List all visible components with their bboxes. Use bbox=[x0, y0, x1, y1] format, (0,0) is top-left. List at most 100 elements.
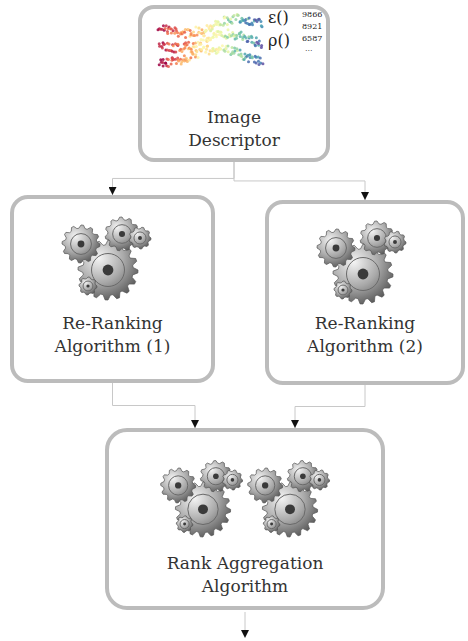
plot-dot bbox=[236, 14, 239, 17]
plot-dot bbox=[206, 45, 209, 48]
plot-dot bbox=[208, 53, 211, 56]
gear-rim bbox=[314, 474, 325, 485]
plot-dot bbox=[183, 54, 186, 57]
plot-dot bbox=[261, 25, 264, 28]
gear bbox=[310, 470, 330, 490]
gear bbox=[129, 227, 151, 249]
plot-dot bbox=[257, 18, 260, 21]
plot-dot bbox=[227, 50, 230, 53]
plot-dot bbox=[232, 14, 235, 17]
descriptor-value: ... bbox=[305, 45, 313, 53]
plot-dot bbox=[219, 23, 222, 26]
plot-dot bbox=[243, 52, 246, 55]
plot-dot bbox=[227, 28, 230, 31]
gear-rim bbox=[227, 474, 238, 485]
plot-dot bbox=[202, 34, 205, 37]
plot-dot bbox=[166, 32, 169, 35]
plot-dot bbox=[226, 23, 229, 26]
plot-dot bbox=[197, 31, 200, 34]
plot-dot bbox=[219, 30, 222, 33]
gear bbox=[79, 277, 97, 295]
flow-connector bbox=[295, 385, 365, 428]
gear-hub bbox=[358, 269, 369, 280]
gear-rim bbox=[368, 229, 387, 248]
gear-cluster bbox=[62, 217, 151, 300]
plot-dot bbox=[202, 46, 205, 49]
plot-dot bbox=[180, 62, 183, 65]
gear-rim bbox=[275, 494, 305, 524]
gear-rim bbox=[188, 494, 218, 524]
gear-cluster bbox=[317, 221, 406, 304]
node-label: Re-Ranking Algorithm (1) bbox=[33, 312, 193, 358]
gear-hub bbox=[78, 241, 85, 248]
plot-dot bbox=[164, 27, 167, 30]
plot-dot bbox=[229, 17, 232, 20]
plot-dot bbox=[205, 29, 208, 32]
gear-rim bbox=[134, 232, 146, 244]
gear-hub bbox=[393, 240, 397, 244]
gear-rim bbox=[207, 468, 224, 485]
gear bbox=[223, 470, 243, 490]
plot-dot bbox=[202, 38, 205, 41]
node-label: Image Descriptor bbox=[169, 106, 299, 152]
gear-hub bbox=[175, 482, 181, 488]
plot-dot bbox=[194, 26, 197, 29]
plot-dot bbox=[189, 56, 192, 59]
plot-dot bbox=[206, 45, 209, 48]
plot-dot bbox=[194, 53, 197, 56]
plot-dot bbox=[180, 50, 183, 53]
gear-icons bbox=[62, 217, 406, 537]
plot-dot bbox=[177, 35, 180, 38]
function-symbol: ρ() bbox=[268, 33, 290, 49]
flow-connector bbox=[113, 383, 196, 428]
plot-dot bbox=[176, 31, 179, 34]
plot-dot bbox=[248, 23, 251, 26]
plot-dot bbox=[235, 37, 238, 40]
plot-dot bbox=[260, 46, 263, 49]
plot-dot bbox=[187, 41, 190, 44]
plot-dot bbox=[261, 62, 264, 65]
gear-hub bbox=[318, 478, 322, 482]
gear-hub bbox=[262, 482, 268, 488]
plot-dot bbox=[247, 60, 250, 63]
algorithm-box: Re-Ranking Algorithm (1) bbox=[10, 195, 215, 383]
plot-dot bbox=[203, 34, 206, 37]
node-label: Rank Aggregation Algorithm bbox=[140, 552, 350, 598]
gear-rim bbox=[83, 281, 93, 291]
plot-dot bbox=[170, 62, 173, 65]
plot-dot bbox=[197, 56, 200, 59]
plot-dot bbox=[194, 41, 197, 44]
plot-dot bbox=[235, 47, 238, 50]
plot-dot bbox=[219, 48, 222, 51]
plot-dot bbox=[183, 31, 186, 34]
gear-rim bbox=[92, 254, 125, 287]
gear-hub bbox=[333, 245, 340, 252]
gear-rim bbox=[389, 236, 401, 248]
plot-dot bbox=[189, 29, 192, 32]
gear-rim bbox=[326, 238, 347, 259]
gear bbox=[176, 516, 193, 533]
plot-dot bbox=[195, 50, 198, 53]
descriptor-plot bbox=[157, 13, 265, 68]
plot-dot bbox=[167, 65, 170, 68]
plot-dot bbox=[174, 51, 177, 54]
descriptor-value: 9866 bbox=[302, 11, 322, 19]
gear bbox=[384, 231, 406, 253]
descriptor-value: 8921 bbox=[302, 23, 322, 31]
plot-dot bbox=[255, 36, 258, 39]
plot-dot bbox=[164, 62, 167, 65]
gear-rim bbox=[347, 258, 380, 291]
plot-dot bbox=[189, 47, 192, 50]
gear-hub bbox=[231, 478, 235, 482]
plot-dot bbox=[218, 23, 221, 26]
plot-dot bbox=[162, 58, 165, 61]
descriptor-box: Image Descriptor bbox=[138, 5, 330, 162]
plot-dot bbox=[162, 24, 165, 27]
plot-dot bbox=[231, 22, 234, 25]
gear bbox=[248, 468, 283, 503]
plot-dot bbox=[212, 47, 215, 50]
plot-dot bbox=[202, 46, 205, 49]
plot-dot bbox=[224, 47, 227, 50]
plot-dot bbox=[158, 42, 161, 45]
